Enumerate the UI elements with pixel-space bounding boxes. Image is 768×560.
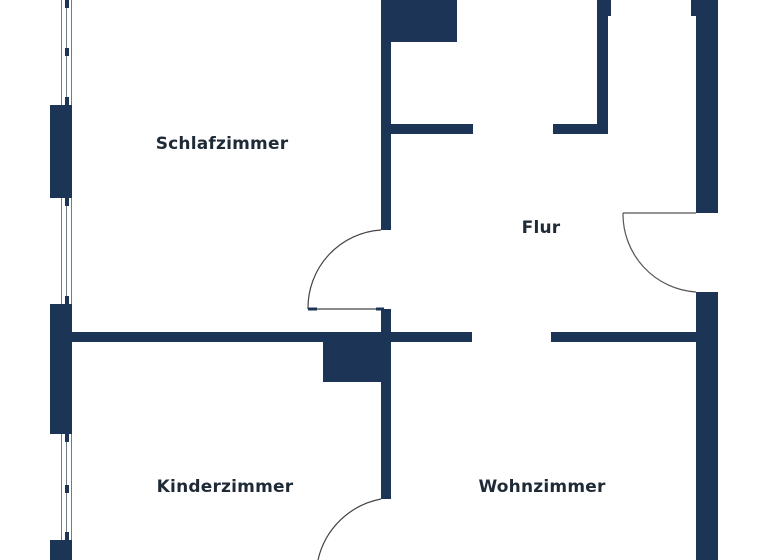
wall-horizontal-middle-left [72, 332, 472, 342]
west-wall-pier-top [50, 105, 72, 198]
window-mullion [65, 48, 69, 56]
window-line [61, 198, 62, 304]
wall-horizontal-middle-right [551, 332, 696, 342]
east-wall-top [696, 0, 718, 213]
room-label-schlafzimmer: Schlafzimmer [155, 134, 289, 154]
shaft-block-upper [391, 0, 457, 42]
wall-niche-jamb [597, 0, 611, 16]
wall-hall-upper-right [553, 124, 608, 134]
wall-vertical-kids-living [381, 342, 391, 499]
west-wall-pier-bottom [50, 540, 72, 560]
window-line [61, 0, 62, 105]
shaft-block-lower [323, 342, 383, 382]
wall-niche-vertical [597, 0, 608, 134]
door-bedroom[interactable] [307, 229, 384, 311]
east-wall-jamb [691, 0, 699, 16]
window-mullion [65, 434, 69, 442]
wall-hall-upper-left [391, 124, 473, 134]
wall-vertical-bedroom-hall-top [381, 0, 391, 230]
window-mullion [65, 296, 69, 304]
window-line [61, 434, 62, 540]
window-mullion [65, 0, 69, 8]
room-label-kinderzimmer: Kinderzimmer [156, 477, 294, 497]
window-mullion [65, 198, 69, 206]
window-line [71, 198, 72, 304]
window-mullion [65, 97, 69, 105]
door-entrance[interactable] [622, 212, 697, 293]
room-label-flur: Flur [521, 218, 561, 238]
west-wall-pier-middle [50, 304, 72, 434]
window-line [71, 0, 72, 105]
window-mullion [65, 485, 69, 493]
room-label-wohnzimmer: Wohnzimmer [478, 477, 606, 497]
wall-vertical-bedroom-hall-bottom [381, 309, 391, 332]
door-kids-room[interactable] [317, 498, 382, 560]
window-mullion [65, 532, 69, 540]
east-wall-bottom [696, 292, 718, 560]
window-line [66, 198, 67, 304]
window-line [71, 434, 72, 540]
